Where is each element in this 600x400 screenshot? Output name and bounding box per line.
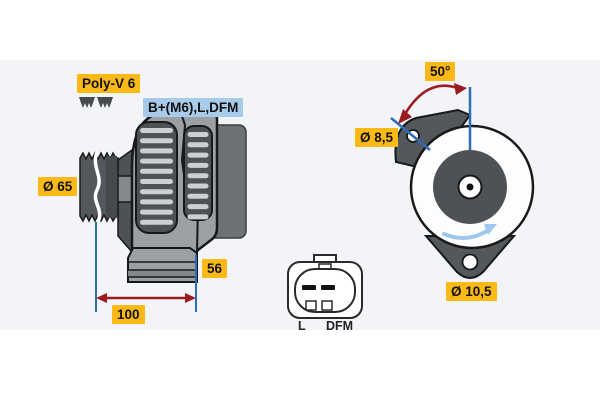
- label-terminals: B+(M6),L,DFM: [143, 98, 244, 117]
- label-mount-angle: 50°: [425, 62, 456, 81]
- connector-label-dfm: DFM: [326, 319, 354, 333]
- pulley-side: [79, 151, 119, 223]
- side-view: [79, 97, 247, 312]
- belt-profile-icon: [79, 97, 113, 108]
- connector-notch-left: [305, 300, 317, 311]
- connector-notch-right: [321, 300, 333, 311]
- angle-arrow-icon: [398, 83, 467, 124]
- rotation-arrow-icon: [442, 224, 497, 240]
- mounting-foot: [127, 247, 198, 283]
- break-line: [93, 151, 102, 223]
- label-hole-large: Ø 10,5: [446, 282, 497, 301]
- front-view: [390, 83, 535, 279]
- reference-line-angled: [390, 117, 431, 151]
- vent-grille-rear: [183, 125, 213, 221]
- dimension-arrow-icon: [96, 293, 196, 303]
- connector-label-l: L: [298, 319, 306, 333]
- pin-dfm: [321, 285, 335, 290]
- label-belt-type: Poly-V 6: [77, 74, 141, 93]
- mount-hole-large: [461, 253, 479, 271]
- pin-l: [302, 285, 316, 290]
- label-hole-small: Ø 8,5: [355, 128, 399, 147]
- connector-diagram: [287, 254, 363, 319]
- shaft-center-dot: [466, 183, 474, 191]
- label-depth-56: 56: [202, 259, 228, 278]
- vent-grille-front: [135, 121, 178, 234]
- label-pulley-diameter: Ø 65: [38, 177, 78, 196]
- label-length-100: 100: [112, 305, 145, 324]
